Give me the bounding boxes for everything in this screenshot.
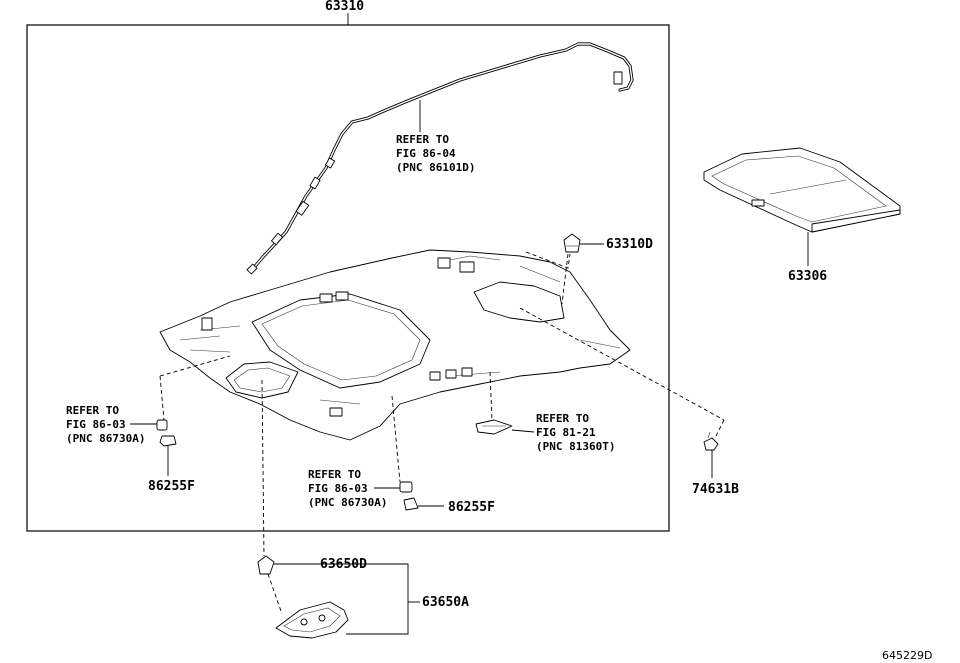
part-label-63650a: 63650A	[422, 595, 469, 610]
svg-text:REFER TO: REFER TO	[308, 468, 361, 481]
part-label-63310: 63310	[325, 0, 364, 14]
svg-text:REFER TO: REFER TO	[536, 412, 589, 425]
wire-harness	[246, 42, 634, 275]
ref-note-left-clip: REFER TO FIG 86-03 (PNC 86730A)	[66, 404, 145, 445]
clip-63650d	[257, 555, 275, 575]
svg-text:FIG 86-04: FIG 86-04	[396, 147, 456, 160]
svg-text:(PNC 86101D): (PNC 86101D)	[396, 161, 475, 174]
clip-left	[156, 419, 177, 447]
map-lamp	[475, 419, 513, 435]
sunshade	[703, 147, 901, 233]
clip-63310d	[563, 233, 581, 253]
svg-text:(PNC 81360T): (PNC 81360T)	[536, 440, 615, 453]
svg-text:REFER TO: REFER TO	[396, 133, 449, 146]
ref-note-wire: REFER TO FIG 86-04 (PNC 86101D)	[396, 133, 475, 174]
part-label-86255f-left: 86255F	[148, 479, 195, 494]
part-label-74631b: 74631B	[692, 482, 739, 497]
clip-mid	[399, 481, 419, 511]
part-label-63310d: 63310D	[606, 237, 653, 252]
diagram-id: 645229D	[882, 649, 932, 662]
part-label-63306: 63306	[788, 269, 827, 284]
svg-text:FIG 86-03: FIG 86-03	[308, 482, 368, 495]
svg-text:(PNC 86730A): (PNC 86730A)	[66, 432, 145, 445]
svg-text:REFER TO: REFER TO	[66, 404, 119, 417]
ref-note-mid-clip: REFER TO FIG 86-03 (PNC 86730A)	[308, 468, 387, 509]
part-label-86255f-mid: 86255F	[448, 500, 495, 515]
svg-text:FIG 81-21: FIG 81-21	[536, 426, 596, 439]
headliner-panel	[159, 249, 631, 441]
clip-74631b	[703, 431, 719, 451]
svg-text:(PNC 86730A): (PNC 86730A)	[308, 496, 387, 509]
part-label-63650d: 63650D	[320, 557, 367, 572]
ref-note-lamp: REFER TO FIG 81-21 (PNC 81360T)	[536, 412, 615, 453]
overhead-console	[275, 601, 349, 639]
svg-text:FIG 86-03: FIG 86-03	[66, 418, 126, 431]
